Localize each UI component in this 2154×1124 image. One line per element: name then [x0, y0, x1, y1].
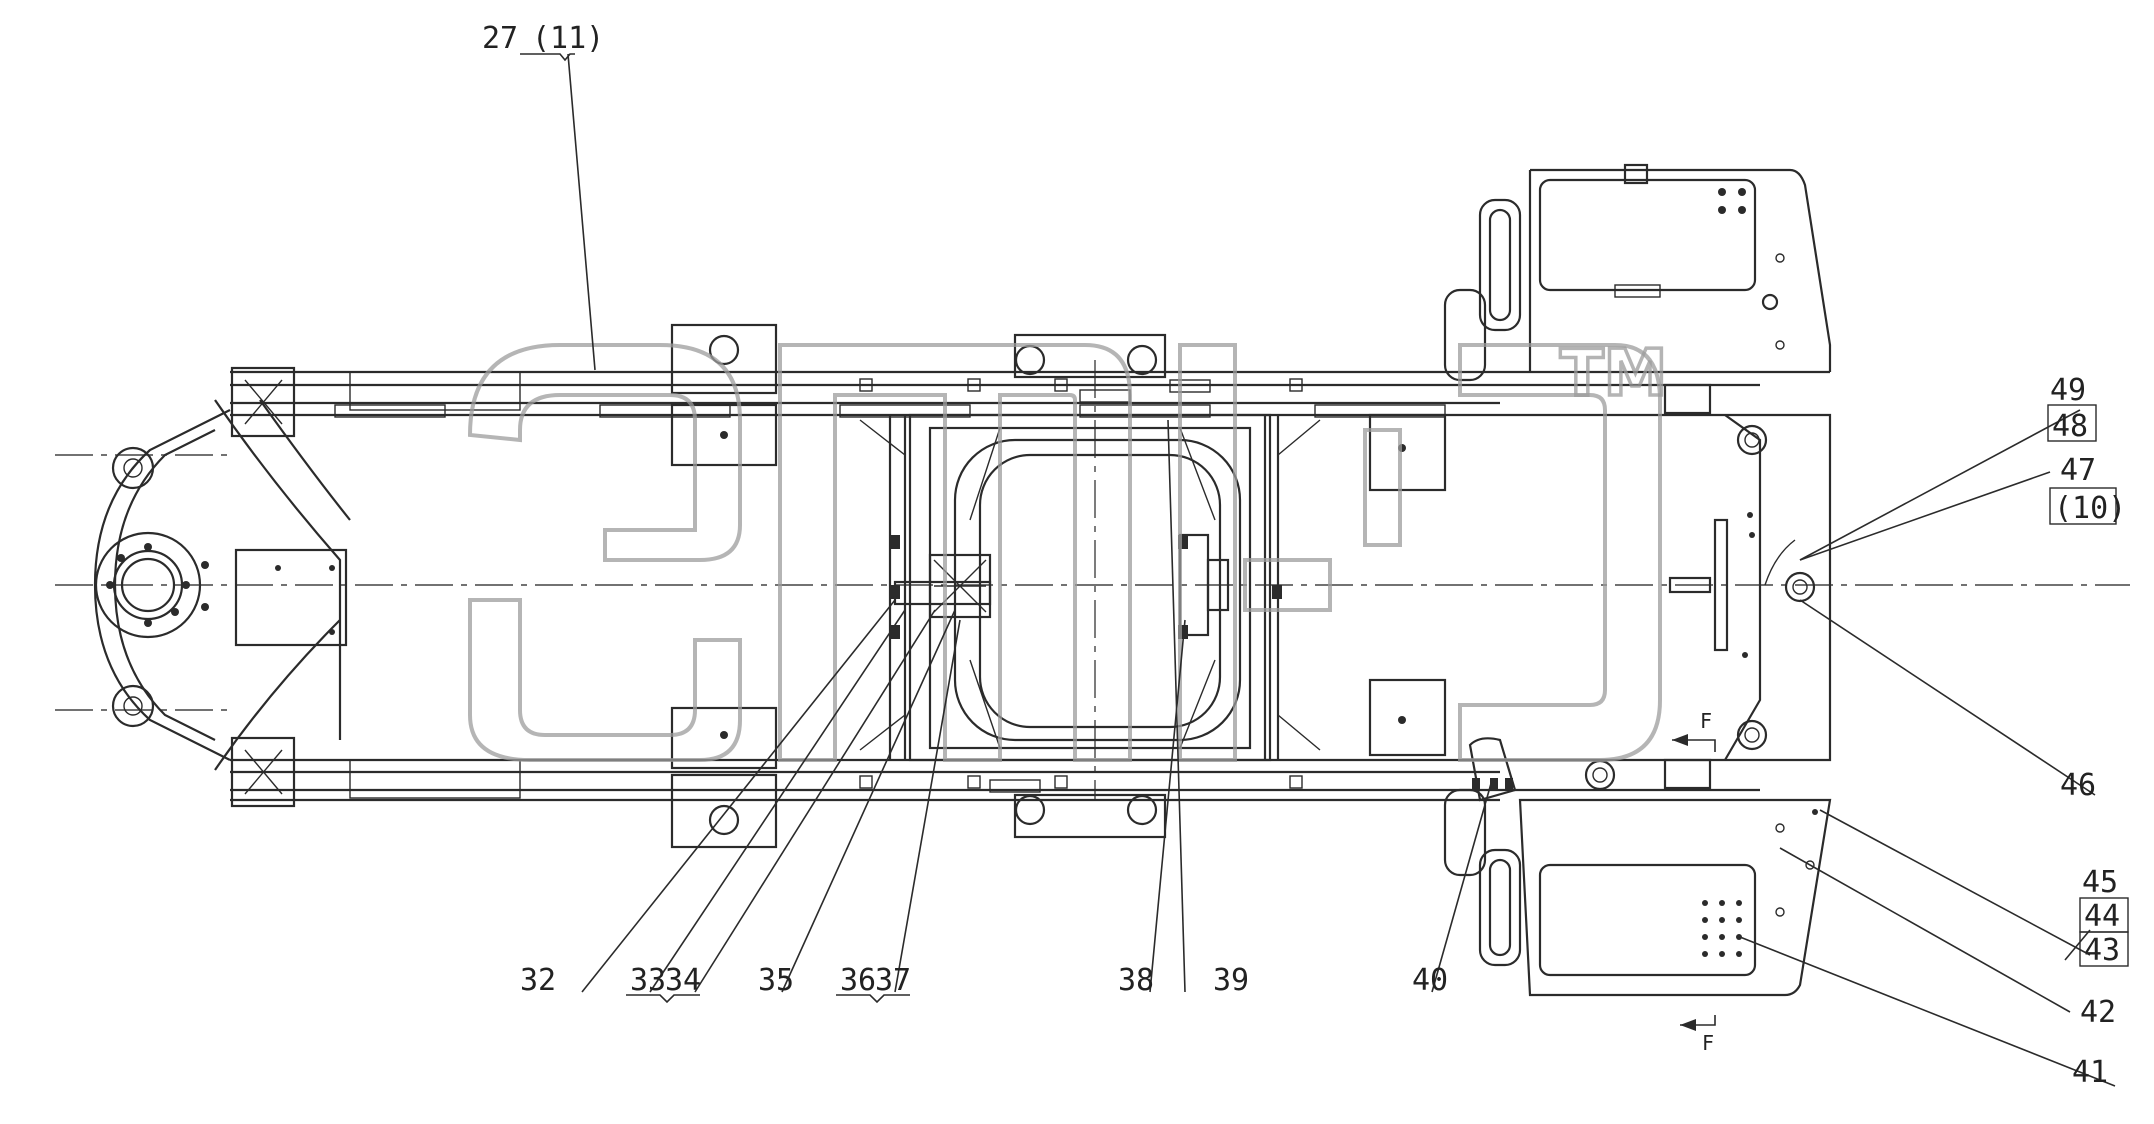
callout-45: 45: [2082, 865, 2118, 900]
section-mark-f-upper: F: [1700, 709, 1712, 733]
callout-37: 37: [875, 963, 911, 998]
callout-33: 33: [630, 963, 666, 998]
callout-27: 27: [482, 21, 518, 56]
callout-43: 43: [2084, 933, 2120, 968]
center-lines: [55, 360, 2130, 800]
callout-10: (10): [2054, 491, 2126, 526]
callout-labels: 27 (11) 49 48 47 (10) 46 45 44 43 42 41 …: [482, 21, 2129, 1090]
frame-rails: [230, 366, 1760, 808]
callout-34: 34: [665, 963, 701, 998]
central-frame-opening: [859, 413, 1321, 762]
callout-35: 35: [758, 963, 794, 998]
callout-38: 38: [1118, 963, 1154, 998]
watermark-logo: TM: [467, 335, 1669, 762]
callout-44: 44: [2084, 899, 2120, 934]
callout-39: 39: [1213, 963, 1249, 998]
callout-47: 47: [2060, 453, 2096, 488]
callout-49: 49: [2050, 373, 2086, 408]
leader-lines: [520, 53, 2116, 1087]
callout-32: 32: [520, 963, 556, 998]
callout-46: 46: [2060, 768, 2096, 803]
callout-48: 48: [2052, 409, 2088, 444]
callout-40: 40: [1412, 963, 1448, 998]
callout-42: 42: [2080, 995, 2116, 1030]
rear-section: [1443, 163, 1832, 997]
callout-36: 36: [840, 963, 876, 998]
callout-11: (11): [532, 21, 604, 56]
watermark-trademark: TM: [1560, 337, 1667, 411]
section-markers: F F: [1672, 709, 1716, 1055]
section-mark-f-lower: F: [1702, 1031, 1714, 1055]
callout-41: 41: [2072, 1055, 2108, 1090]
